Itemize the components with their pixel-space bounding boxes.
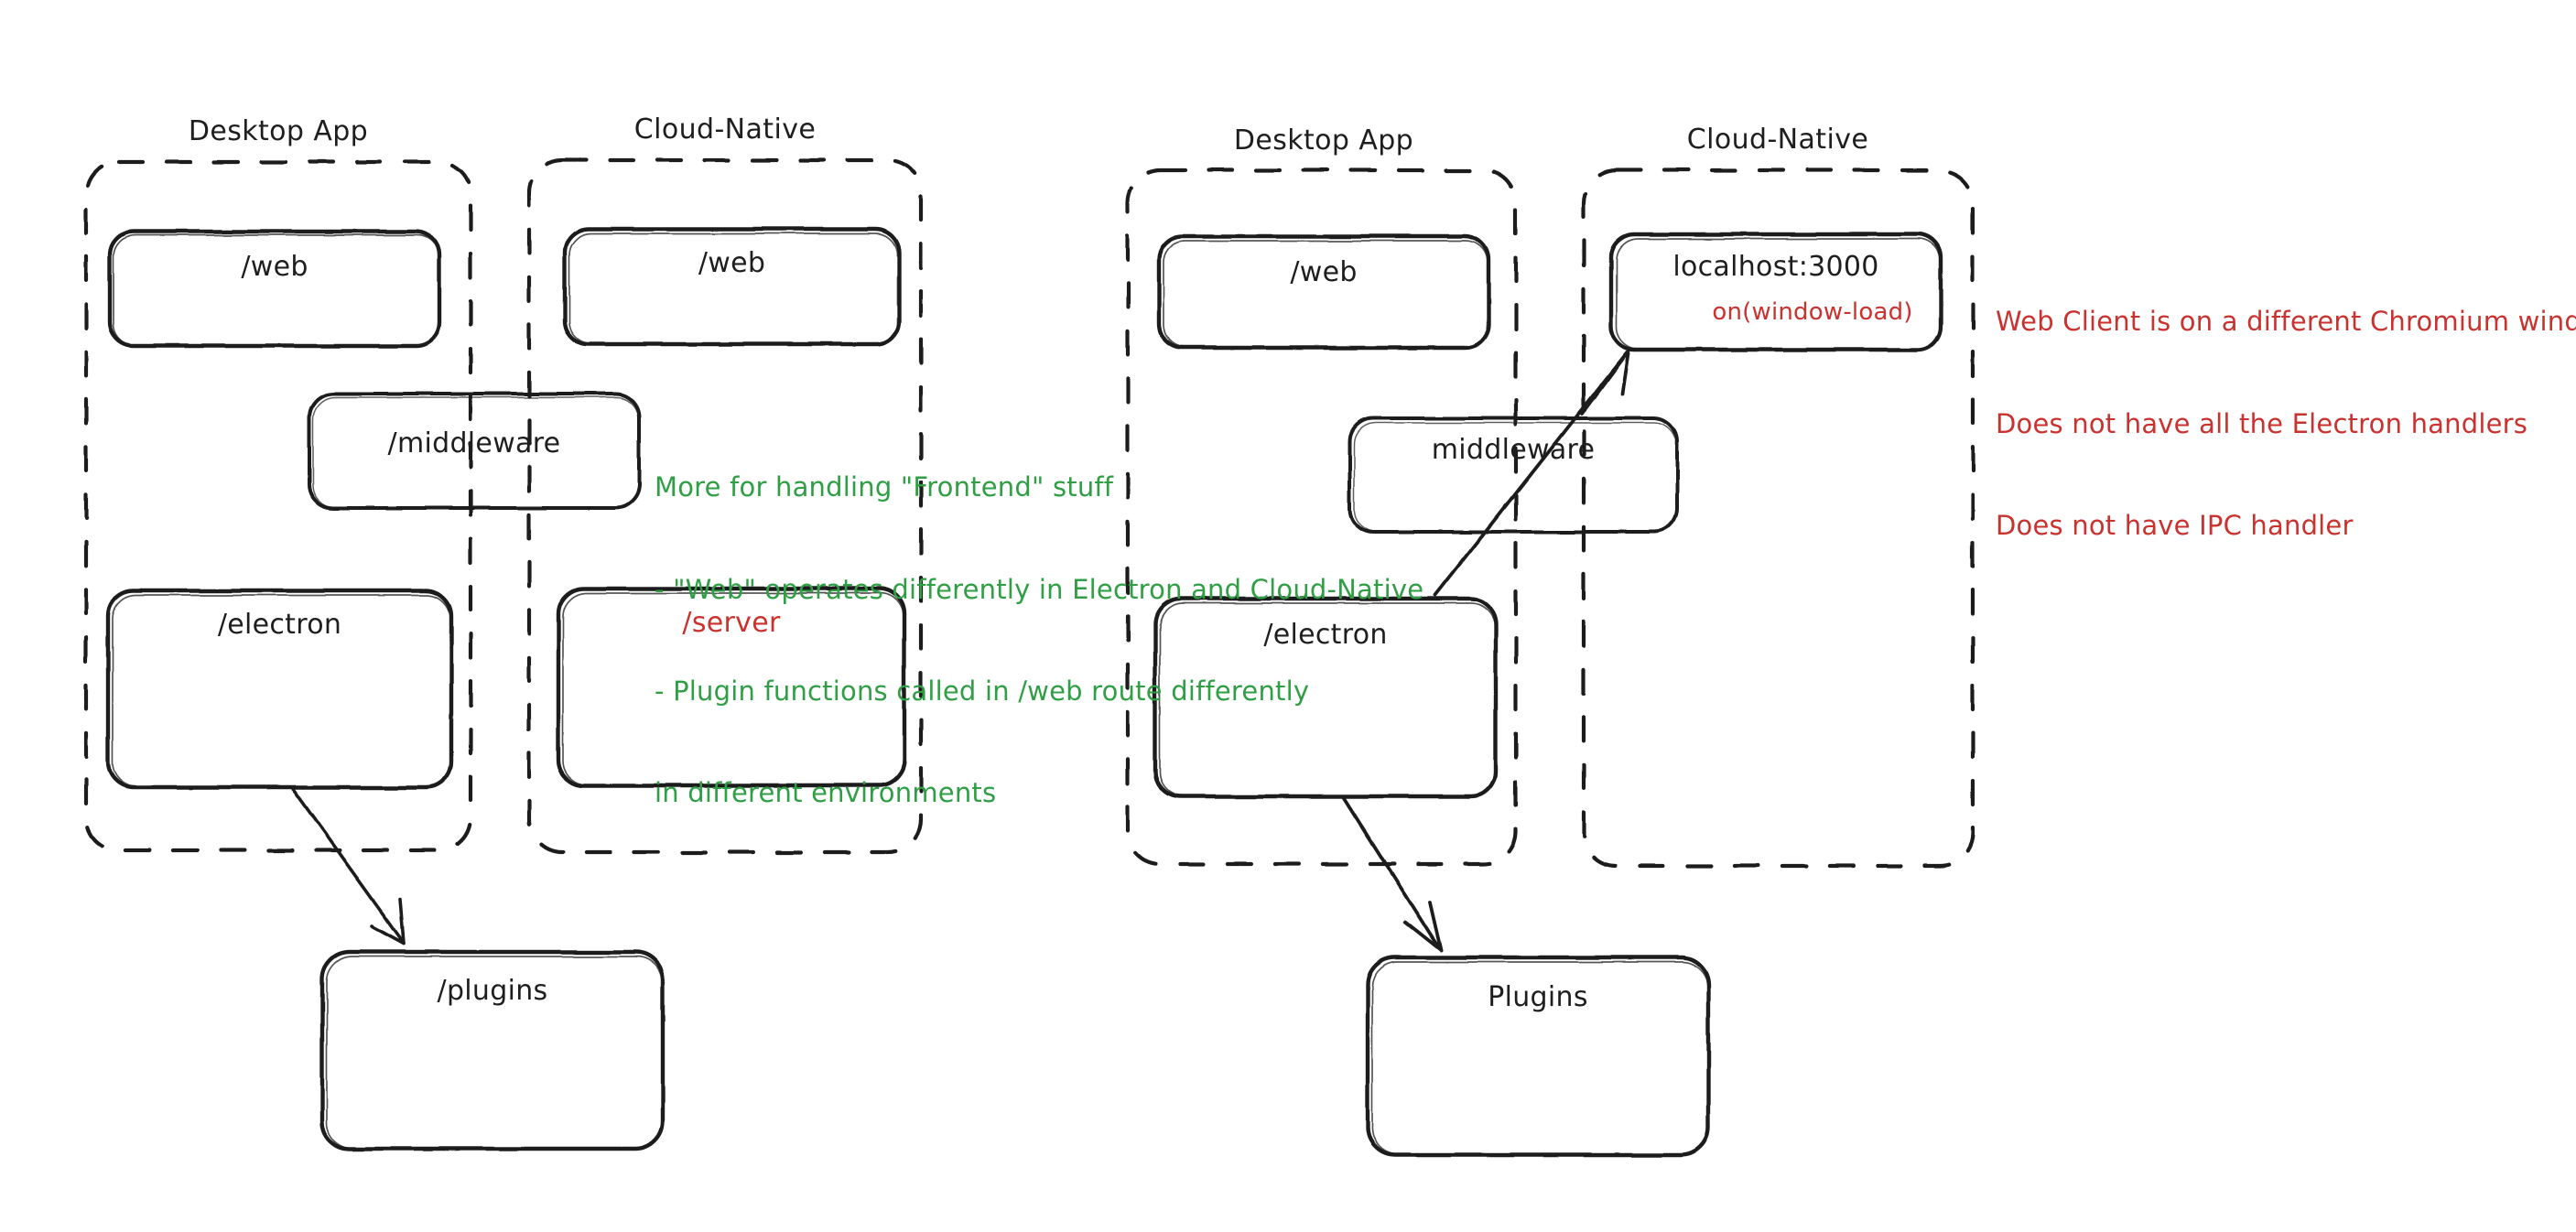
note-web-client-red: Web Client is on a different Chromium wi… [1996, 237, 2576, 611]
node-label-left-desktop-web: /web [241, 251, 308, 283]
note-frontend-line-1: More for handling "Frontend" stuff [655, 471, 1114, 503]
group-title-right-desktop-app: Desktop App [1233, 124, 1414, 157]
node-label-left-server: /server [682, 607, 781, 639]
note-frontend-line-2: - "Web" operates differently in Electron… [655, 573, 1424, 605]
arrow-left-electron-to-plugins [291, 787, 406, 946]
group-title-left-cloud-native: Cloud-Native [633, 113, 817, 146]
arrow-right-electron-to-localhost [1434, 349, 1630, 597]
node-label-right-electron: /electron [1263, 619, 1388, 651]
node-label-left-cloud-web: /web [698, 247, 766, 279]
note-frontend-line-4: in different environments [655, 777, 997, 809]
node-label-left-electron: /electron [217, 609, 342, 641]
node-label-right-plugins: Plugins [1488, 981, 1588, 1013]
node-label-left-middleware: /middleware [387, 427, 561, 459]
node-label-right-middleware: middleware [1431, 434, 1596, 466]
node-label-left-plugins: /plugins [437, 975, 548, 1007]
group-title-left-desktop-app: Desktop App [188, 115, 369, 147]
note-web-client-line-3: Does not have IPC handler [1996, 509, 2354, 541]
note-frontend-line-3: - Plugin functions called in /web route … [655, 675, 1310, 707]
note-frontend-green: More for handling "Frontend" stuff - "We… [655, 403, 1423, 879]
node-outline-right-desktop-web [1156, 233, 1491, 351]
node-sublabel-right-on-window-load: on(window-load) [1712, 298, 1913, 326]
group-title-right-cloud-native: Cloud-Native [1686, 124, 1869, 156]
node-label-right-localhost: localhost:3000 [1672, 251, 1879, 283]
node-label-right-desktop-web: /web [1290, 256, 1358, 288]
note-web-client-line-2: Does not have all the Electron handlers [1996, 407, 2528, 439]
note-web-client-line-1: Web Client is on a different Chromium wi… [1996, 306, 2576, 338]
